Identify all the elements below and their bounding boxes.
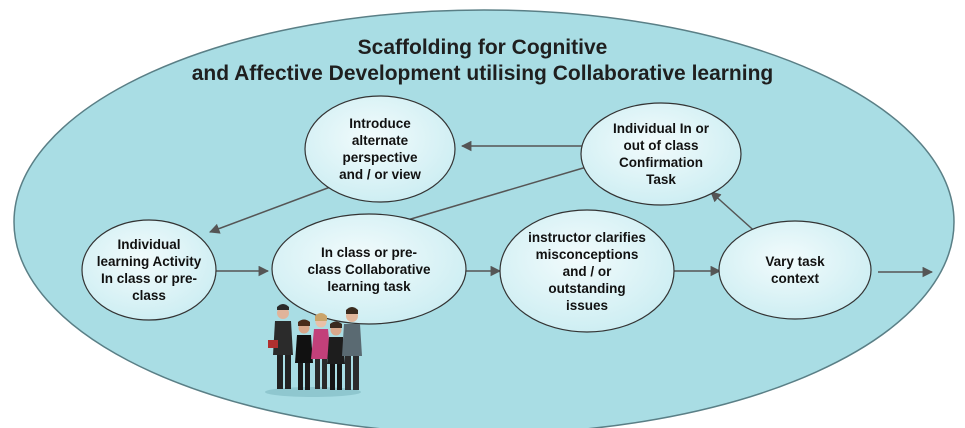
node-confirmation-task-label: Individual In or out of class Confirmati… [612, 121, 709, 187]
node-alternate-perspective-label: Introduce alternate perspective and / or… [339, 116, 421, 182]
node-individual-learning-label: Individual learning Activity In class or… [96, 237, 202, 303]
node-collaborative-task-label: In class or pre- class Collaborative lea… [307, 244, 431, 294]
node-instructor-clarifies-ellipse [499, 209, 675, 333]
background-ellipse [13, 9, 955, 428]
arrow-confirmation-to-collaborative [392, 165, 591, 227]
connector-arrows [209, 140, 934, 278]
node-collaborative-task-ellipse [271, 213, 467, 325]
node-individual-learning-ellipse [81, 219, 217, 321]
arrow-alternate-to-individual [209, 185, 334, 234]
arrow-vary-to-confirmation [710, 191, 761, 237]
node-vary-task-label: Vary task context [765, 254, 825, 286]
people-group-illustration [265, 304, 362, 397]
node-alternate-perspective-ellipse [304, 95, 456, 203]
node-confirmation-task-ellipse [580, 102, 742, 206]
diagram-title-line-1: Scaffolding for Cognitive [357, 36, 608, 59]
node-instructor-clarifies-label: instructor clarifies misconceptions and … [528, 229, 646, 313]
node-vary-task-ellipse [718, 220, 872, 320]
diagram-title-line-2: and Affective Development utilising Coll… [191, 62, 774, 85]
